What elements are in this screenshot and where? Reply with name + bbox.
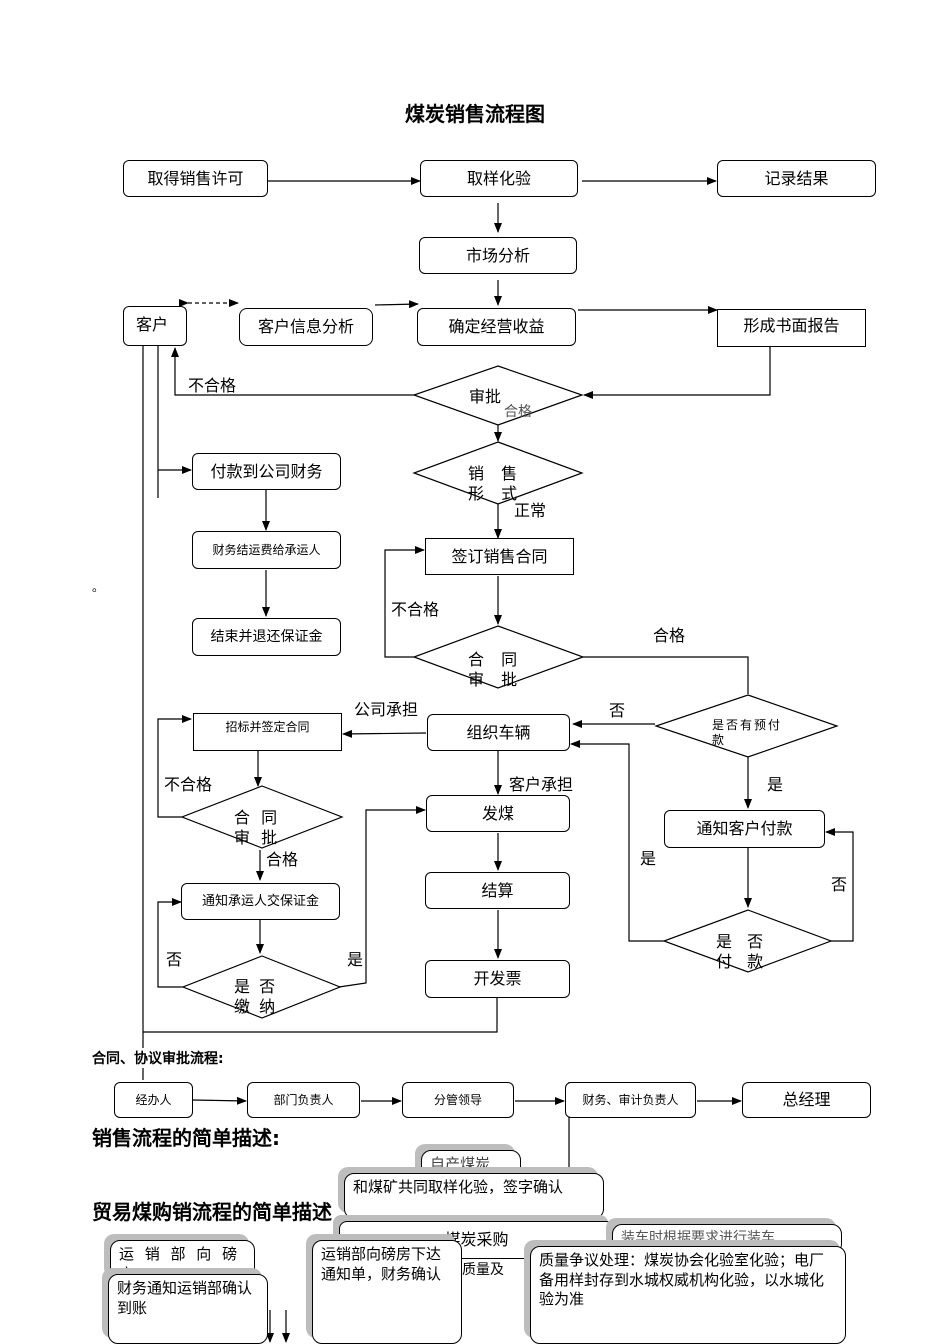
page-title: 煤炭销售流程图 [405,102,545,126]
edge-label-yes-1: 是 [767,775,784,794]
approval-step-finance-audit: 财务、审计负责人 [565,1082,696,1118]
approval-step-handler: 经办人 [114,1082,193,1118]
stray-dot: 。 [92,580,105,594]
prepaid-check-label: 是否有预付款 [712,718,783,747]
trade-desc-heading: 贸易煤购销流程的简单描述 [92,1200,332,1224]
approval-process-heading: 合同、协议审批流程: [92,1048,224,1068]
approval-step-supervisor: 分管领导 [402,1082,514,1118]
ship-coal-box: 发煤 [426,795,570,832]
obtain-license-box: 取得销售许可 [123,160,268,197]
paid-check-label: 是 否 付 款 [716,932,769,971]
approval-overlap-label: 合格 [504,404,532,420]
approval-step-general-manager: 总经理 [742,1082,871,1118]
edge-label-customer-bears: 客户承担 [509,775,574,794]
contract-review-1-label: 合 同 审 批 [468,650,524,689]
edge-label-normal: 正常 [514,501,547,520]
deposit-check-diamond [181,955,342,1019]
tender-contract-box: 招标并签定合同 [193,713,342,751]
edge-label-yes-2: 是 [640,849,657,868]
issue-notice-box: 运销部向磅房下达通知单，财务确认 [312,1240,462,1344]
finance-notify-box: 财务通知运销部确认到账 [108,1274,268,1344]
edge-label-no-2: 否 [831,875,848,894]
market-analysis-box: 市场分析 [419,237,577,274]
customer-box: 客户 [123,306,187,346]
sales-desc-heading: 销售流程的简单描述: [92,1126,280,1150]
edge-label-unqualified-3: 不合格 [164,775,213,794]
sales-form-diamond [412,441,584,505]
deposit-check-label: 是 否 缴 纳 [234,977,278,1016]
contract-review-diamond-2 [180,785,344,849]
edge-label-qualified-1: 合格 [653,626,686,645]
organize-vehicles-box: 组织车辆 [427,714,570,751]
notify-customer-box: 通知客户付款 [664,810,825,848]
edge-label-qualified-2: 合格 [266,850,299,869]
paid-check-diamond [662,909,833,973]
contract-review-2-label: 合 同 审 批 [234,808,281,847]
settlement-box: 结算 [425,872,570,909]
prepaid-check-diamond [654,694,839,758]
joint-sampling-box: 和煤矿共同取样化验，签字确认 [344,1173,604,1219]
finish-refund-box: 结束并退还保证金 [192,618,341,656]
notify-carrier-box: 通知承运人交保证金 [181,883,340,920]
approval-label: 审批 [469,387,502,406]
written-report-box: 形成书面报告 [717,309,866,347]
sales-form-label: 销 售 形 式 [468,464,524,503]
sampling-box: 取样化验 [420,160,578,197]
finance-settle-box: 财务结运费给承运人 [192,531,341,569]
edge-label-no-3: 否 [166,950,183,969]
quality-dispute-box: 质量争议处理：煤炭协会化验室化验；电厂备用样封存到水城权威机构化验，以水城化验为… [530,1246,846,1344]
pay-finance-box: 付款到公司财务 [192,453,341,490]
edge-label-unqualified-2: 不合格 [391,600,440,619]
edge-label-no-1: 否 [609,701,626,720]
sign-contract-box: 签订销售合同 [425,538,574,575]
edge-label-yes-3: 是 [347,950,364,969]
contract-review-diamond-1 [412,625,585,689]
customer-info-box: 客户信息分析 [239,308,373,346]
approval-diamond [412,365,584,426]
edge-label-unqualified-1: 不合格 [188,376,237,395]
confirm-profit-box: 确定经营收益 [417,308,576,346]
approval-step-dept-head: 部门负责人 [247,1082,360,1118]
record-result-box: 记录结果 [717,160,876,197]
edge-label-company-bears: 公司承担 [354,700,419,719]
quality-partial-text: 质量及 [462,1262,504,1278]
invoice-box: 开发票 [425,960,570,998]
